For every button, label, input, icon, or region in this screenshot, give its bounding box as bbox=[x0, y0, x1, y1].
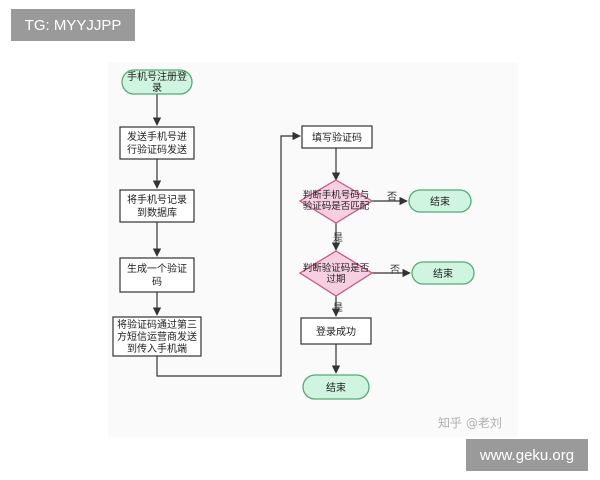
node-start-label-1: 手机号注册登 bbox=[127, 70, 187, 83]
node-end-2: 结束 bbox=[411, 261, 475, 285]
node-check-match-label-2: 验证码是否匹配 bbox=[303, 200, 370, 212]
node-start-label-2: 录 bbox=[152, 82, 162, 94]
edges bbox=[152, 94, 411, 377]
node-send-phone-label-2: 行验证码发送 bbox=[127, 143, 187, 156]
node-send-phone-label-1: 发送手机号进 bbox=[127, 130, 187, 143]
watermark-top-left: TG: MYYJJPP bbox=[11, 9, 135, 41]
node-gen-code-label-2: 码 bbox=[152, 276, 162, 288]
node-send-code-label-1: 将验证码通过第三 bbox=[117, 318, 197, 331]
node-check-expire-label-2: 过期 bbox=[326, 273, 345, 285]
edge-label-no-1: 否 bbox=[387, 191, 397, 203]
node-end-3: 结束 bbox=[302, 374, 370, 400]
node-send-code-label-3: 到传入手机端 bbox=[127, 342, 187, 355]
edge-send-code-to-fill-code bbox=[156, 131, 301, 377]
node-send-code: 将验证码通过第三 方短信运营商发送 到传入手机端 bbox=[112, 316, 202, 357]
node-fill-code-label: 填写验证码 bbox=[312, 131, 362, 144]
node-login-ok-label: 登录成功 bbox=[316, 325, 356, 338]
edge-label-yes-2: 是 bbox=[333, 302, 343, 314]
node-save-phone-label-1: 将手机号记录 bbox=[127, 193, 187, 206]
node-fill-code: 填写验证码 bbox=[301, 125, 373, 149]
node-end-1: 结束 bbox=[408, 189, 472, 213]
node-send-code-label-2: 方短信运营商发送 bbox=[117, 330, 197, 343]
edge-label-no-2: 否 bbox=[390, 264, 400, 276]
edge-label-yes-1: 是 bbox=[333, 232, 343, 244]
node-check-expire: 判断验证码是否 过期 bbox=[298, 250, 374, 297]
node-login-ok: 登录成功 bbox=[300, 317, 372, 345]
zhihu-credit: 知乎 @老刘 bbox=[438, 416, 502, 430]
node-end-1-label: 结束 bbox=[430, 195, 450, 208]
node-end-3-label: 结束 bbox=[326, 381, 346, 394]
node-check-match: 判断手机号码与 验证码是否匹配 bbox=[298, 179, 374, 224]
watermark-bottom-right: www.geku.org bbox=[466, 439, 588, 471]
node-gen-code-label-1: 生成一个验证 bbox=[127, 262, 187, 275]
node-check-expire-label-1: 判断验证码是否 bbox=[303, 262, 370, 274]
node-start: 手机号注册登 录 bbox=[121, 69, 193, 95]
node-check-match-label-1: 判断手机号码与 bbox=[303, 189, 370, 201]
node-send-phone: 发送手机号进 行验证码发送 bbox=[119, 126, 195, 160]
node-save-phone: 将手机号记录 到数据库 bbox=[119, 189, 195, 223]
node-end-2-label: 结束 bbox=[433, 267, 453, 280]
node-gen-code: 生成一个验证 码 bbox=[119, 257, 195, 293]
node-save-phone-label-2: 到数据库 bbox=[137, 206, 177, 219]
